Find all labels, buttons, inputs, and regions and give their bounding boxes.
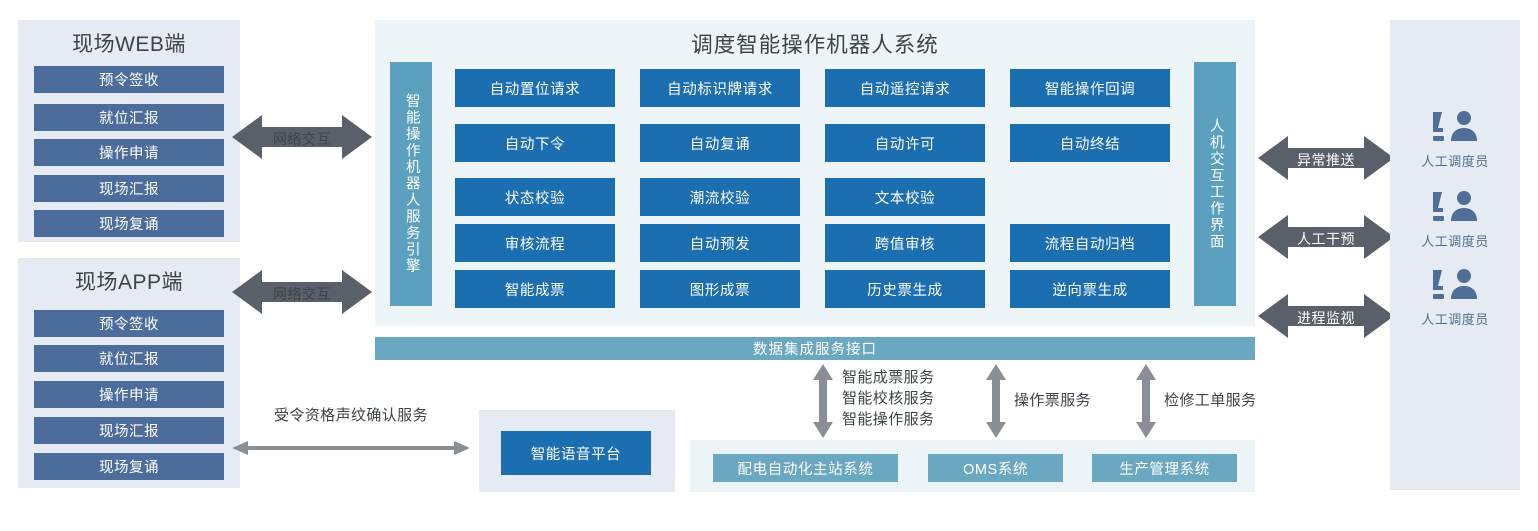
- voiceprint-arrow: [232, 440, 470, 456]
- process-monitor-label: 进程监视: [1297, 310, 1355, 326]
- web-client-item-3[interactable]: 现场汇报: [34, 175, 224, 202]
- func-box-r4c1[interactable]: 图形成票: [640, 270, 800, 308]
- operator-0: 人工调度员: [1407, 110, 1503, 170]
- web-client-item-0[interactable]: 预令签收: [34, 66, 224, 93]
- app-network-arrow: [232, 268, 372, 316]
- data-integration-bar: 数据集成服务接口: [375, 337, 1255, 360]
- exception-push-arrow: [1258, 134, 1394, 182]
- func-box-r2c0[interactable]: 状态校验: [455, 178, 615, 216]
- func-box-r3c0[interactable]: 审核流程: [455, 224, 615, 262]
- func-box-r0c1[interactable]: 自动标识牌请求: [640, 69, 800, 107]
- func-box-r3c1[interactable]: 自动预发: [640, 224, 800, 262]
- func-box-r1c3[interactable]: 自动终结: [1010, 124, 1170, 162]
- external-system-2[interactable]: 生产管理系统: [1092, 454, 1237, 482]
- web-client-item-4[interactable]: 现场复诵: [34, 210, 224, 237]
- operator-1: 人工调度员: [1407, 190, 1503, 250]
- app-client-item-4[interactable]: 现场复诵: [34, 453, 224, 480]
- manual-intervention-arrow: [1258, 213, 1394, 261]
- web-network-arrow: [232, 113, 372, 161]
- app-client-item-1[interactable]: 就位汇报: [34, 345, 224, 372]
- func-box-r0c0[interactable]: 自动置位请求: [455, 69, 615, 107]
- external-system-0[interactable]: 配电自动化主站系统: [713, 454, 898, 482]
- func-box-r3c3[interactable]: 流程自动归档: [1010, 224, 1170, 262]
- func-box-r4c0[interactable]: 智能成票: [455, 270, 615, 308]
- operation-ticket-arrow: [985, 364, 1007, 438]
- manual-intervention-label: 人工干预: [1297, 231, 1355, 247]
- intelligent-services-arrow: [812, 364, 834, 438]
- operator-workstation-icon: [1407, 190, 1503, 229]
- maintenance-order-arrow: [1135, 364, 1157, 438]
- operator-workstation-icon: [1407, 110, 1503, 149]
- operator-2: 人工调度员: [1407, 268, 1503, 328]
- web-client-title: 现场WEB端: [72, 33, 186, 56]
- func-box-r1c1[interactable]: 自动复诵: [640, 124, 800, 162]
- operator-2-label: 人工调度员: [1421, 312, 1489, 327]
- main-system-title: 调度智能操作机器人系统: [691, 33, 939, 57]
- human-machine-ui-bar: 人机交互工作界面: [1194, 62, 1236, 306]
- app-client-title: 现场APP端: [74, 271, 184, 294]
- operators-panel: [1390, 20, 1520, 490]
- web-network-label: 网络交互: [273, 131, 331, 147]
- func-box-r1c2[interactable]: 自动许可: [825, 124, 985, 162]
- app-client-item-3[interactable]: 现场汇报: [34, 417, 224, 444]
- operator-0-label: 人工调度员: [1421, 154, 1489, 169]
- func-box-r1c0[interactable]: 自动下令: [455, 124, 615, 162]
- web-client-item-1[interactable]: 就位汇报: [34, 104, 224, 131]
- func-box-r0c3[interactable]: 智能操作回调: [1010, 69, 1170, 107]
- web-client-item-2[interactable]: 操作申请: [34, 139, 224, 166]
- maintenance-order-label: 检修工单服务: [1164, 392, 1257, 409]
- intelligent-services-label: 智能成票服务 智能校核服务 智能操作服务: [842, 369, 935, 428]
- app-client-panel: [18, 258, 240, 488]
- operator-1-label: 人工调度员: [1421, 234, 1489, 249]
- operation-ticket-label: 操作票服务: [1014, 392, 1092, 409]
- app-network-label: 网络交互: [273, 286, 331, 302]
- func-box-r3c2[interactable]: 跨值审核: [825, 224, 985, 262]
- func-box-r4c3[interactable]: 逆向票生成: [1010, 270, 1170, 308]
- operation-engine-bar: 智能操作机器人服务引擎: [390, 62, 432, 306]
- func-box-r2c1[interactable]: 潮流校验: [640, 178, 800, 216]
- voice-platform-box[interactable]: 智能语音平台: [501, 431, 651, 475]
- exception-push-label: 异常推送: [1297, 152, 1355, 168]
- operator-workstation-icon: [1407, 268, 1503, 307]
- func-box-r0c2[interactable]: 自动遥控请求: [825, 69, 985, 107]
- app-client-item-0[interactable]: 预令签收: [34, 310, 224, 337]
- voiceprint-service-label: 受令资格声纹确认服务: [273, 407, 428, 424]
- external-system-1[interactable]: OMS系统: [928, 454, 1063, 482]
- func-box-r4c2[interactable]: 历史票生成: [825, 270, 985, 308]
- process-monitor-arrow: [1258, 292, 1394, 340]
- web-client-panel: [18, 20, 240, 242]
- app-client-item-2[interactable]: 操作申请: [34, 381, 224, 408]
- func-box-r2c2[interactable]: 文本校验: [825, 178, 985, 216]
